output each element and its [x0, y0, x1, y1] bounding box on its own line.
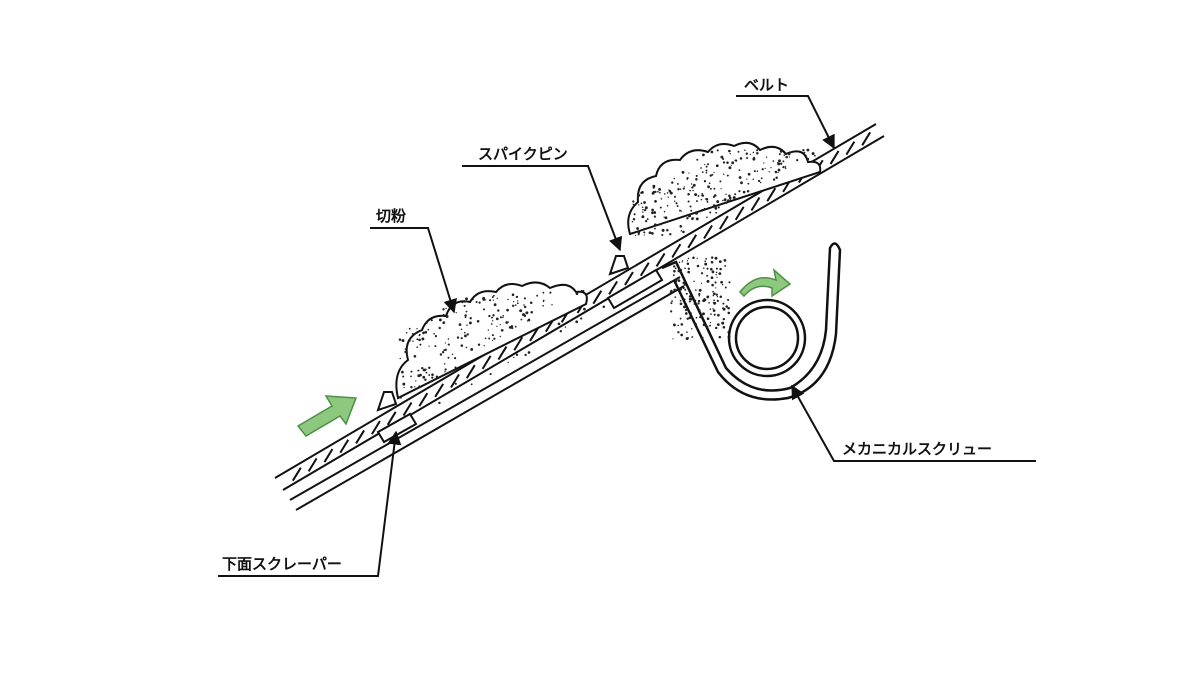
screw-rotation-arrow-icon [738, 267, 792, 298]
mechanical-screw [727, 298, 807, 378]
cut-powder-piles [395, 141, 822, 400]
lower-guide-rails [289, 276, 685, 511]
bottom-scraper-label: 下面スクレーパー [222, 555, 342, 573]
spike-pins [376, 255, 630, 412]
leader-lines [218, 95, 1036, 577]
belt-direction-arrow-icon [296, 395, 358, 437]
discharge-chute [661, 242, 842, 401]
belt-hatching [291, 131, 872, 482]
belt-label: ベルト [744, 76, 790, 94]
falling-powder [438, 256, 731, 405]
cut-powder-label: 切粉 [376, 207, 407, 225]
mechanical-screw-label: メカニカルスクリュー [842, 440, 993, 458]
spike-pin-label: スパイクピン [478, 145, 568, 163]
